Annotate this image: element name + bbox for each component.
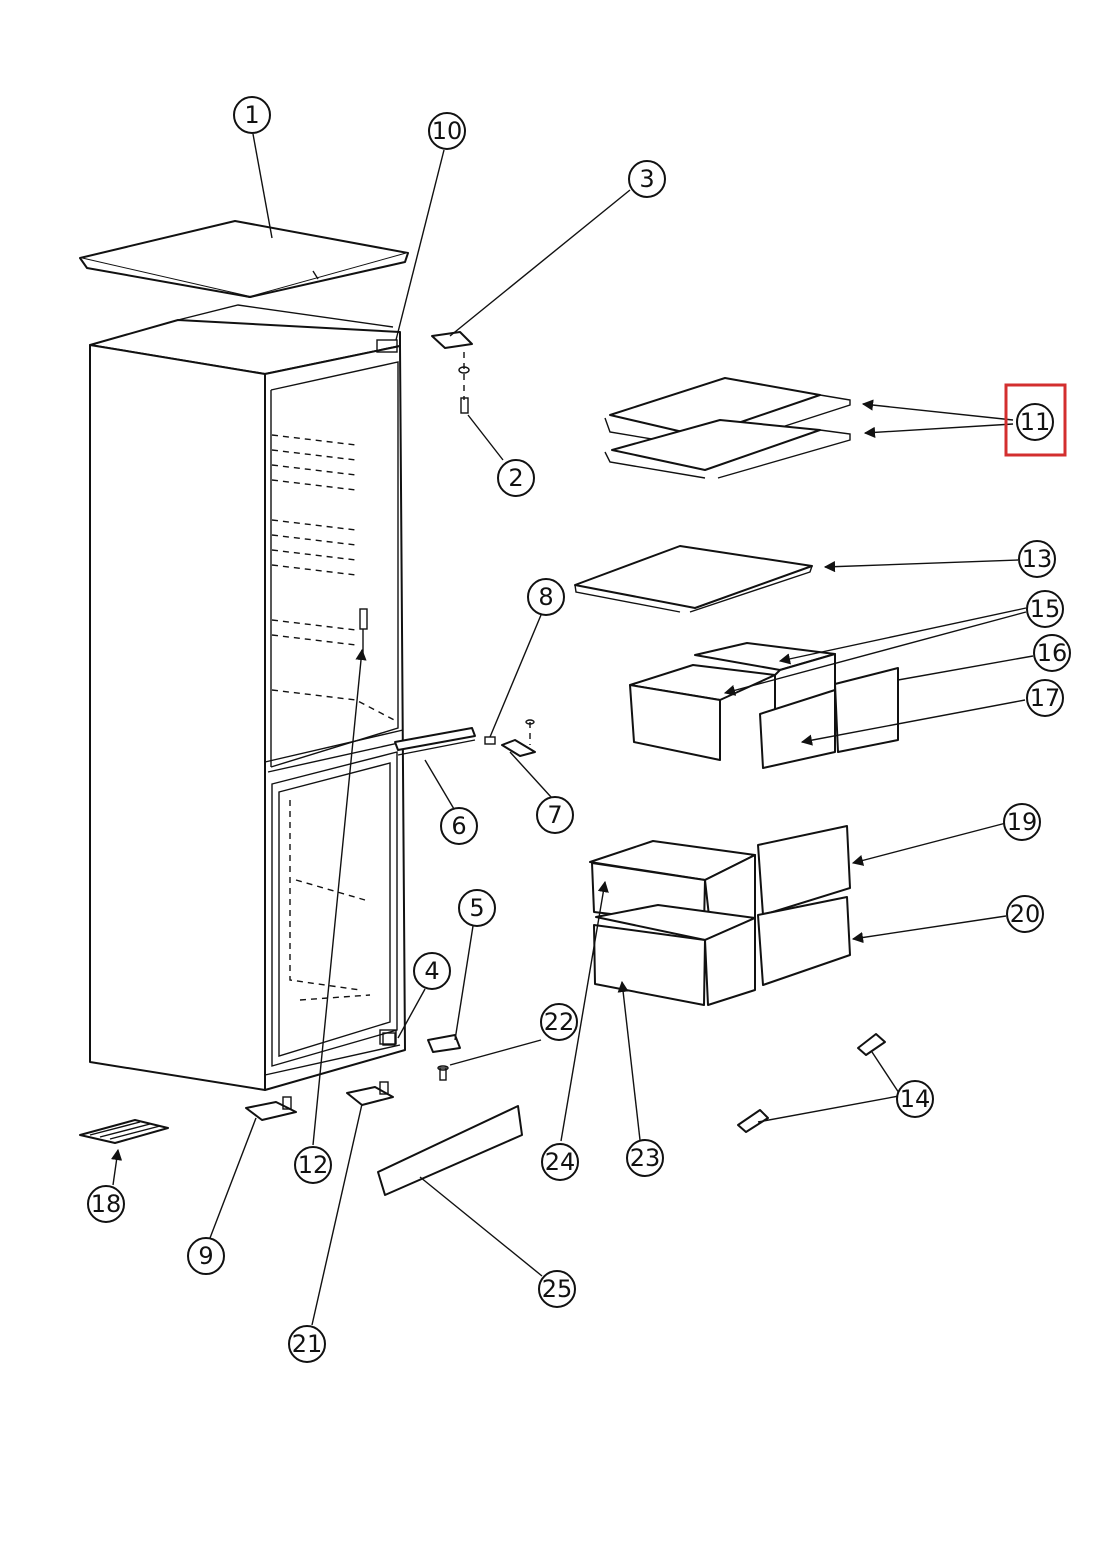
callout-23: 23 xyxy=(626,1139,664,1177)
ice-tray-part xyxy=(79,1119,169,1144)
callout-25-label: 25 xyxy=(542,1275,573,1303)
callout-14-label: 14 xyxy=(900,1085,931,1113)
callout-25: 25 xyxy=(538,1270,576,1308)
callout-7-label: 7 xyxy=(547,801,562,829)
callout-15-label: 15 xyxy=(1030,595,1061,623)
callout-7: 7 xyxy=(536,796,574,834)
highlight-box-callout-11 xyxy=(1004,383,1067,457)
fridge-cabinet xyxy=(89,304,406,1091)
callout-group: 1 2 3 4 5 6 7 8 9 10 11 12 13 14 15 16 1… xyxy=(87,96,1071,1363)
callout-8: 8 xyxy=(527,578,565,616)
callout-23-label: 23 xyxy=(630,1144,661,1172)
callout-1: 1 xyxy=(233,96,271,134)
top-cover-part xyxy=(79,220,409,298)
callout-22-label: 22 xyxy=(544,1008,575,1036)
callout-19: 19 xyxy=(1003,803,1041,841)
kickplate-part xyxy=(377,1105,523,1196)
callout-1-label: 1 xyxy=(244,101,259,129)
rail-and-bracket-parts xyxy=(394,719,536,757)
callout-12-label: 12 xyxy=(298,1151,329,1179)
callout-22: 22 xyxy=(540,1003,578,1041)
small-hardware-parts xyxy=(379,1029,461,1081)
upper-hinge-part xyxy=(431,331,473,414)
glass-shelves-part xyxy=(604,377,851,479)
callout-9-label: 9 xyxy=(198,1242,213,1270)
crisper-cover-part xyxy=(574,545,813,613)
callout-24: 24 xyxy=(541,1143,579,1181)
callout-15: 15 xyxy=(1026,590,1064,628)
callout-10: 10 xyxy=(428,112,466,150)
callout-17-label: 17 xyxy=(1030,684,1061,712)
callout-2-label: 2 xyxy=(508,464,523,492)
callout-19-label: 19 xyxy=(1007,808,1038,836)
callout-5-label: 5 xyxy=(469,894,484,922)
callout-6: 6 xyxy=(440,807,478,845)
callout-18: 18 xyxy=(87,1185,125,1223)
callout-4: 4 xyxy=(413,952,451,990)
callout-4-label: 4 xyxy=(424,957,439,985)
callout-24-label: 24 xyxy=(545,1148,576,1176)
callout-9: 9 xyxy=(187,1237,225,1275)
callout-16-label: 16 xyxy=(1037,639,1068,667)
callout-6-label: 6 xyxy=(451,812,466,840)
callout-20-label: 20 xyxy=(1010,900,1041,928)
callout-11-label: 11 xyxy=(1020,408,1051,436)
callout-8-label: 8 xyxy=(538,583,553,611)
callout-3-label: 3 xyxy=(639,165,654,193)
callout-2: 2 xyxy=(497,459,535,497)
callout-3: 3 xyxy=(628,160,666,198)
callout-21: 21 xyxy=(288,1325,326,1363)
lower-hinges-parts xyxy=(245,1081,394,1121)
leader-lines xyxy=(111,133,1034,1326)
callout-17: 17 xyxy=(1026,679,1064,717)
small-crisper-drawers-part xyxy=(629,642,899,769)
top-hinge-plate-part xyxy=(376,339,398,353)
callout-14: 14 xyxy=(896,1080,934,1118)
callout-13-label: 13 xyxy=(1022,545,1053,573)
callout-18-label: 18 xyxy=(91,1190,122,1218)
callout-16: 16 xyxy=(1033,634,1071,672)
door-stop-parts xyxy=(737,1033,886,1133)
callout-21-label: 21 xyxy=(292,1330,323,1358)
callout-20: 20 xyxy=(1006,895,1044,933)
freezer-drawers-part xyxy=(589,825,851,1006)
callout-12: 12 xyxy=(294,1146,332,1184)
callout-13: 13 xyxy=(1018,540,1056,578)
callout-11: 11 xyxy=(1016,403,1054,441)
callout-5: 5 xyxy=(458,889,496,927)
callout-10-label: 10 xyxy=(432,117,463,145)
